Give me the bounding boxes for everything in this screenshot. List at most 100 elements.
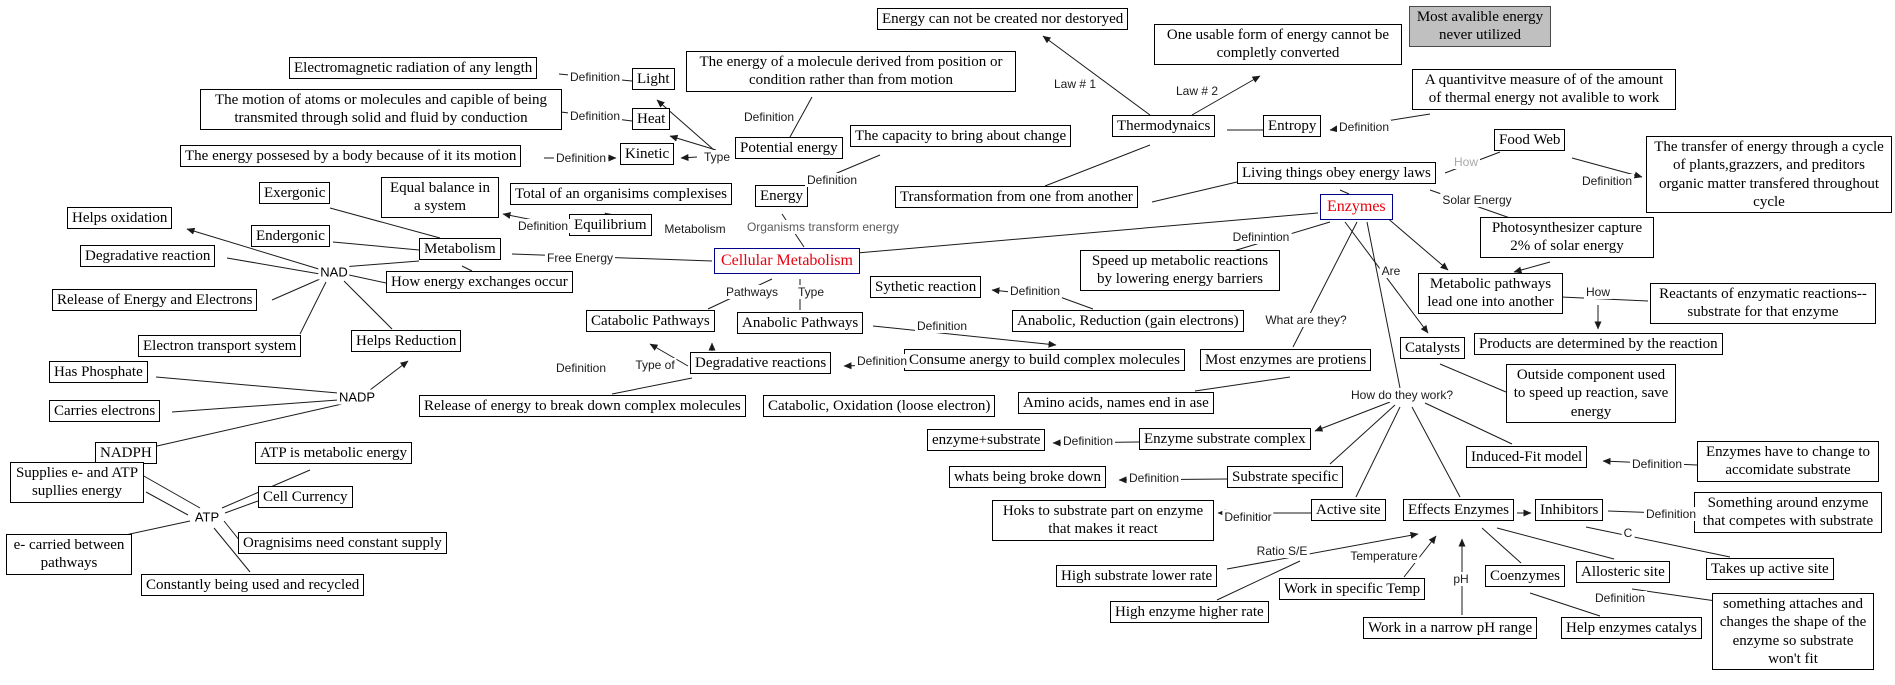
concept-node-amino-acids[interactable]: Amino acids, names end in ase [1018,392,1214,415]
concept-node-something-around[interactable]: Something around enzyme that competes wi… [1694,492,1882,533]
concept-node-most-avalible-energy[interactable]: Most avalible energy never utilized [1409,6,1551,47]
concept-node-atp-metabolic-energy[interactable]: ATP is metabolic energy [255,442,413,465]
concept-node-work-specific-temp[interactable]: Work in specific Temp [1279,578,1426,601]
concept-node-induced-fit-model[interactable]: Induced-Fit model [1466,446,1588,469]
concept-node-help-enzymes-catalys[interactable]: Help enzymes catalys [1561,617,1702,640]
concept-node-inhibitors[interactable]: Inhibitors [1535,499,1604,522]
concept-node-kinetic[interactable]: Kinetic [620,143,675,166]
concept-node-capacity-change[interactable]: The capacity to bring about change [850,125,1072,148]
concept-node-one-usable-form[interactable]: One usable form of energy cannot be comp… [1154,24,1402,65]
concept-node-constantly-used[interactable]: Constantly being used and recycled [141,574,365,597]
concept-node-exergonic[interactable]: Exergonic [259,182,331,205]
link-label-def-allosteric: Definition [1592,591,1648,605]
concept-node-energy[interactable]: Energy [755,185,809,208]
edge-line [332,241,420,251]
concept-node-helps-oxidation[interactable]: Helps oxidation [67,207,173,230]
concept-node-metabolism[interactable]: Metabolism [419,238,501,261]
concept-node-hoks-substrate[interactable]: Hoks to substrate part on enzyme that ma… [992,500,1214,541]
concept-node-equal-balance[interactable]: Equal balance in a system [381,177,499,218]
concept-node-release-energy-electrons[interactable]: Release of Energy and Electrons [52,289,258,312]
concept-node-energy-of-molecule[interactable]: The energy of a molecule derived from po… [686,51,1016,92]
concept-node-photosynthesizer[interactable]: Photosynthesizer capture 2% of solar ene… [1480,217,1654,258]
concept-node-coenzymes[interactable]: Coenzymes [1485,565,1565,588]
concept-node-cellular-metabolism[interactable]: Cellular Metabolism [714,248,860,274]
link-label-def-energy: Definition [804,173,860,187]
concept-node-substrate-specific[interactable]: Substrate specific [1227,466,1344,489]
concept-node-total-organisims[interactable]: Total of an organisims complexises [510,183,732,206]
concept-node-release-break-down[interactable]: Release of energy to break down complex … [419,395,746,418]
edge-line [145,491,189,516]
link-label-are: Are [1379,264,1403,278]
concept-node-nadph[interactable]: NADPH [95,442,157,465]
concept-node-entropy[interactable]: Entropy [1263,115,1322,138]
concept-node-speed-up-reactions[interactable]: Speed up metabolic reactions by lowering… [1080,250,1280,291]
edge-line [1424,402,1513,445]
edge-line [649,343,689,367]
concept-node-equilibrium[interactable]: Equilibrium [569,214,652,237]
concept-node-em-radiation[interactable]: Electromagnetic radiation of any length [289,57,538,80]
concept-node-cell-currency[interactable]: Cell Currency [258,486,353,509]
concept-node-light[interactable]: Light [632,68,675,91]
concept-node-degradative-reaction[interactable]: Degradative reaction [80,245,216,268]
concept-node-enzymes[interactable]: Enzymes [1320,194,1393,220]
concept-node-sythetic-reaction[interactable]: Sythetic reaction [870,276,982,299]
concept-node-high-enzyme[interactable]: High enzyme higher rate [1110,601,1269,624]
concept-node-catalysts[interactable]: Catalysts [1400,337,1465,360]
concept-node-endergonic[interactable]: Endergonic [251,225,330,248]
concept-node-catabolic-pathways[interactable]: Catabolic Pathways [586,310,715,333]
concept-node-metabolic-pathways[interactable]: Metabolic pathways lead one into another [1418,273,1563,314]
concept-node-energy-not-created[interactable]: Energy can not be created nor destoryed [877,8,1129,31]
concept-node-carries-electrons[interactable]: Carries electrons [49,400,161,423]
concept-node-energy-possesed[interactable]: The energy possesed by a body because of… [180,145,522,168]
link-label-law-2: Law # 2 [1173,84,1221,98]
concept-node-potential-energy[interactable]: Potential energy [735,137,843,160]
concept-node-enzyme-substrate-complex[interactable]: Enzyme substrate complex [1139,428,1311,451]
concept-node-reactants-enzymatic[interactable]: Reactants of enzymatic reactions--substr… [1650,283,1876,324]
concept-node-electron-transport[interactable]: Electron transport system [138,335,302,358]
concept-node-transformation[interactable]: Transformation from one from another [895,186,1138,209]
concept-node-has-phosphate[interactable]: Has Phosphate [49,361,148,384]
concept-node-anabolic-pathways[interactable]: Anabolic Pathways [737,312,864,335]
concept-node-motion-of-atoms[interactable]: The motion of atoms or molecules and cap… [200,89,562,130]
edge-line [329,207,441,239]
concept-node-heat[interactable]: Heat [632,108,671,131]
concept-node-enzymes-have-change[interactable]: Enzymes have to change to accomidate sub… [1697,441,1879,482]
concept-node-consume-anergy[interactable]: Consume anergy to build complex molecule… [904,349,1185,372]
concept-node-thermodynaics[interactable]: Thermodynaics [1112,115,1216,138]
concept-node-work-ph-range[interactable]: Work in a narrow pH range [1363,617,1538,640]
concept-node-transfer-of-energy[interactable]: The transfer of energy through a cycle o… [1646,136,1892,214]
edge-line [1481,527,1522,564]
link-label-def-potential: Definition [741,110,797,124]
link-label-law-1: Law # 1 [1051,77,1099,91]
concept-node-outside-component[interactable]: Outside component used to speed up react… [1506,364,1676,423]
concept-node-oragnisims-supply[interactable]: Oragnisims need constant supply [238,532,447,555]
concept-node-how-energy-exchanges[interactable]: How energy exchanges occur [386,271,573,294]
edge-line [343,280,393,330]
edge-line [1059,296,1094,310]
concept-node-effects-enzymes[interactable]: Effects Enzymes [1403,499,1514,522]
concept-node-most-enzymes-protiens[interactable]: Most enzymes are protiens [1200,349,1372,372]
concept-node-active-site[interactable]: Active site [1311,499,1386,522]
concept-node-something-attaches[interactable]: something attaches and changes the shape… [1712,593,1874,671]
concept-node-whats-broke-down[interactable]: whats being broke down [949,466,1107,489]
edge-line [680,154,698,162]
concept-node-e-carried[interactable]: e- carried between pathways [6,534,132,575]
concept-node-catabolic-oxidation[interactable]: Catabolic, Oxidation (loose electron) [763,395,996,418]
concept-node-quantivitve-measure[interactable]: A quantivitve measure of of the amount o… [1412,69,1676,110]
concept-node-products-determined[interactable]: Products are determined by the reaction [1474,333,1723,356]
concept-node-helps-reduction[interactable]: Helps Reduction [351,330,462,353]
concept-node-living-things[interactable]: Living things obey energy laws [1237,162,1436,185]
concept-node-degradative-reactions[interactable]: Degradative reactions [690,352,832,375]
concept-node-anabolic-reduction[interactable]: Anabolic, Reduction (gain electrons) [1012,310,1244,333]
concept-node-supplies-e[interactable]: Supplies e- and ATP supllies energy [10,462,144,503]
concept-node-food-web[interactable]: Food Web [1494,129,1566,152]
edge-line [156,403,343,447]
concept-node-allosteric-site[interactable]: Allosteric site [1576,561,1670,584]
concept-node-high-substrate[interactable]: High substrate lower rate [1056,565,1218,588]
edge-line [872,325,1057,348]
concept-node-takes-up-active-site[interactable]: Takes up active site [1706,558,1834,581]
link-label-how-pathways: How [1583,285,1613,299]
edge-line [224,500,259,514]
concept-node-enzyme-plus-substrate[interactable]: enzyme+substrate [927,429,1046,452]
